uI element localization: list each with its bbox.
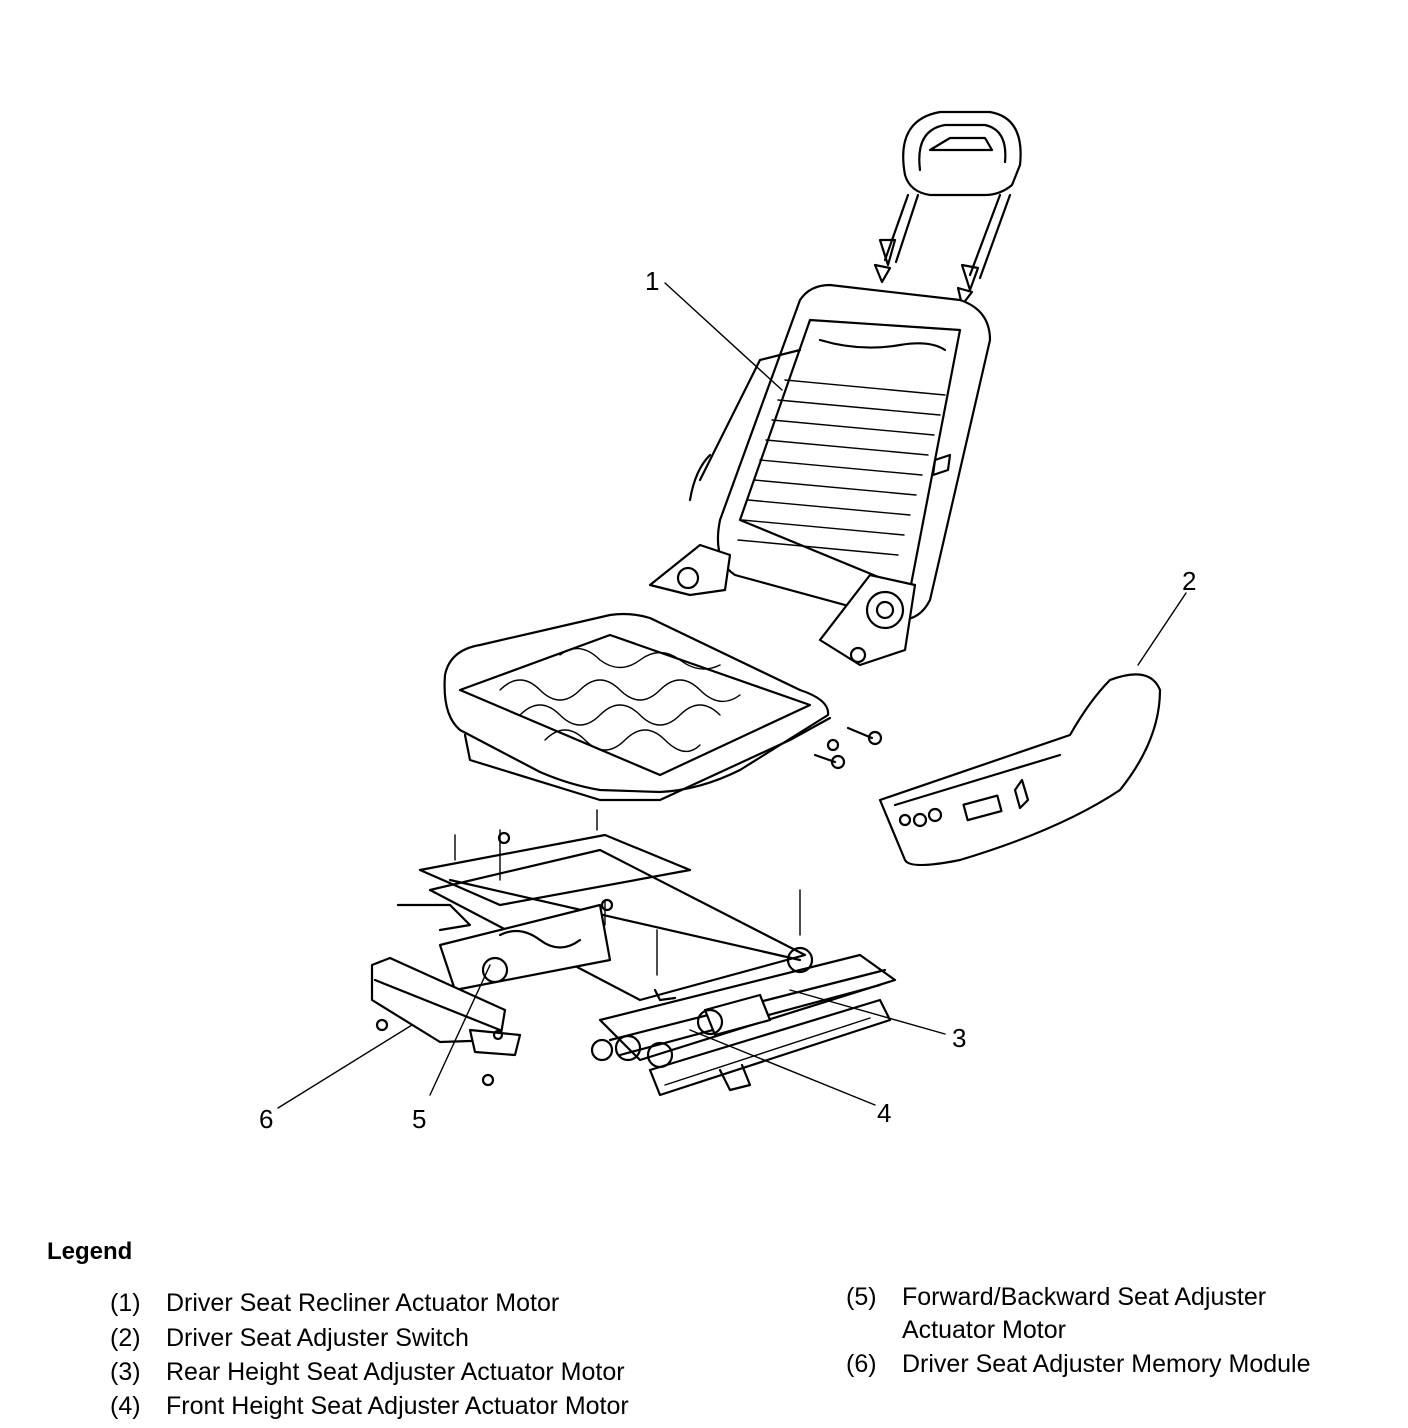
- legend-number: (1): [110, 1289, 141, 1317]
- seat-back-frame: [648, 283, 992, 667]
- legend-label: Driver Seat Adjuster Memory Module: [902, 1350, 1311, 1378]
- legend-label-continued: Actuator Motor: [902, 1316, 1066, 1344]
- callout-6: 6: [259, 1104, 273, 1134]
- leader-lines: [277, 282, 1187, 1109]
- callout-3: 3: [952, 1023, 966, 1053]
- callout-1: 1: [645, 266, 659, 296]
- callout-5: 5: [412, 1104, 426, 1134]
- mounting-bolts: [813, 726, 883, 770]
- legend-number: (2): [110, 1324, 141, 1352]
- legend-label: Forward/Backward Seat Adjuster: [902, 1283, 1267, 1311]
- legend-label: Driver Seat Recliner Actuator Motor: [166, 1289, 560, 1317]
- seat-exploded-diagram: 1 2 3 4 5 6: [259, 110, 1196, 1134]
- memory-module: [370, 956, 522, 1087]
- leader-line-2: [1137, 592, 1187, 666]
- legend-label: Rear Height Seat Adjuster Actuator Motor: [166, 1358, 625, 1386]
- leader-line-1: [664, 282, 783, 391]
- legend-number: (3): [110, 1358, 141, 1386]
- callout-4: 4: [877, 1098, 891, 1128]
- legend-title: Legend: [47, 1238, 133, 1265]
- leader-line-4: [689, 1029, 876, 1106]
- legend-label: Driver Seat Adjuster Switch: [166, 1324, 469, 1352]
- legend-number: (5): [846, 1283, 877, 1311]
- legend-number: (6): [846, 1350, 877, 1378]
- legend-label: Front Height Seat Adjuster Actuator Moto…: [166, 1392, 629, 1420]
- headrest: [873, 110, 1022, 307]
- leader-line-5: [429, 964, 491, 1096]
- leader-line-3: [789, 989, 946, 1035]
- seat-adjuster-switch: [878, 673, 1162, 867]
- seat-cushion-frame: [443, 612, 832, 802]
- seat-adjuster-base: [396, 809, 897, 1097]
- legend-number: (4): [110, 1392, 141, 1420]
- leader-line-6: [277, 1024, 413, 1109]
- callout-2: 2: [1182, 566, 1196, 596]
